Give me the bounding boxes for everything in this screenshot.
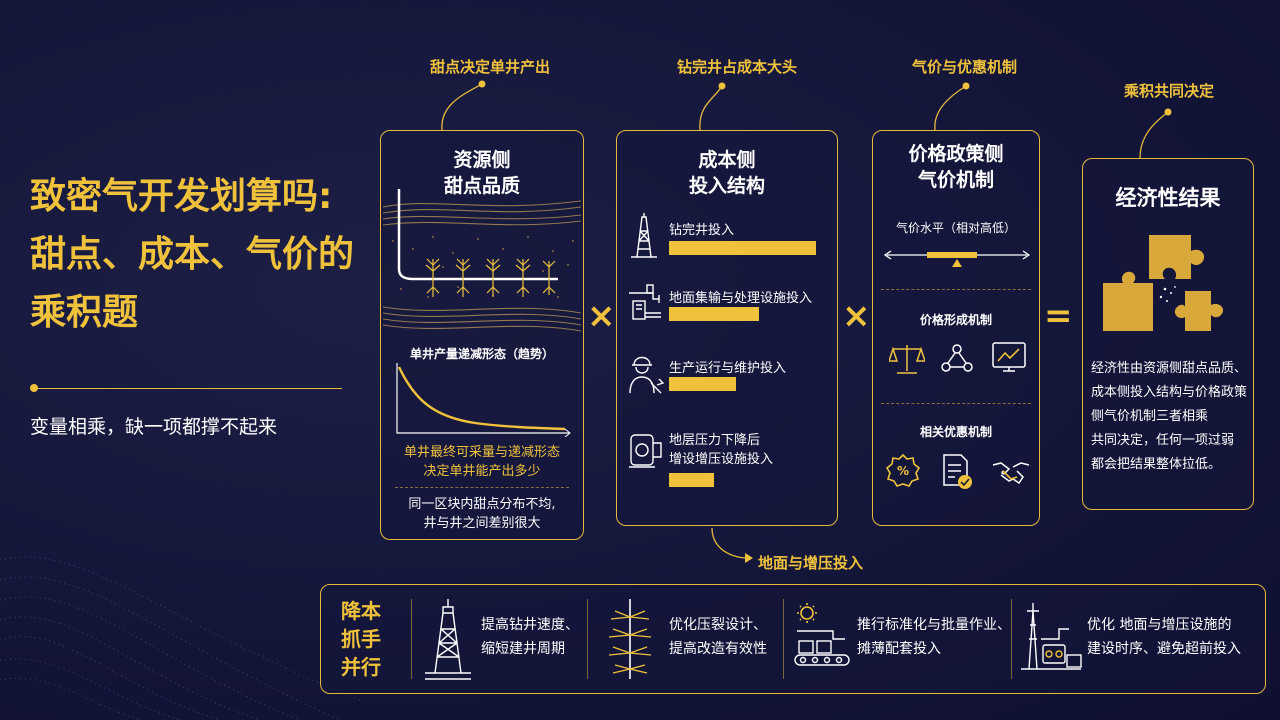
resource-note1-line1: 单井最终可采量与递减形态 <box>403 445 560 460</box>
multiply-operator-2: × <box>842 296 871 336</box>
dotted-wave-decoration <box>0 556 360 720</box>
reservoir-strata-illustration <box>383 189 581 332</box>
bottom-item-1-line2: 缩短建井周期 <box>481 641 565 657</box>
result-panel: 经济性结果 经济性由资源侧甜点品质、 成本侧投入结构与价格政策 侧气价机制三者相… <box>1082 158 1254 510</box>
resource-panel: 资源侧 甜点品质 单井产量递减形态（趋势） <box>380 130 584 540</box>
bottom-item-3-line2: 摊薄配套投入 <box>857 641 941 657</box>
bottom-separator-1 <box>411 599 412 679</box>
multiply-operator-1: × <box>587 296 616 336</box>
result-desc-line1: 经济性由资源侧甜点品质、 <box>1091 361 1248 376</box>
bottom-item-2-line2: 提高改造有效性 <box>669 641 767 657</box>
bottom-separator-3 <box>783 599 784 679</box>
cost-item-4-label-line1: 地层压力下降后 <box>669 433 761 448</box>
svg-text:%: % <box>897 464 909 478</box>
result-title: 经济性结果 <box>1115 186 1221 210</box>
page-title-line1: 致密气开发划算吗: <box>30 176 333 217</box>
price-mechanism-label: 价格形成机制 <box>919 313 992 327</box>
bottom-label-line3: 并行 <box>341 655 381 679</box>
cost-item-2-bar <box>669 307 759 321</box>
cost-item-4-label-line2: 增设增压设施投入 <box>669 452 774 467</box>
price-title-1: 价格政策侧 <box>908 143 1004 165</box>
callout-ground: 地面与增压投入 <box>758 554 864 572</box>
callout-resource: 甜点决定单井产出 <box>430 58 551 76</box>
price-panel: 价格政策侧 气价机制 气价水平（相对高低） 价格形成机制 相关优惠机制 <box>872 130 1040 526</box>
cost-item-1-bar <box>669 241 816 255</box>
drilling-rig-icon <box>631 213 657 258</box>
title-divider-dot <box>30 384 38 392</box>
result-desc-line2: 成本侧投入结构与价格政策 <box>1091 385 1248 400</box>
result-desc-line3: 侧气价机制三者相乘 <box>1091 409 1209 424</box>
resource-divider <box>395 487 569 488</box>
price-level-label: 气价水平（相对高低） <box>895 221 1016 235</box>
resource-title-2: 甜点品质 <box>443 175 520 197</box>
resource-note2-line2: 井与井之间差别很大 <box>423 516 541 531</box>
document-check-icon <box>943 454 972 489</box>
bottom-item-1-line1: 提高钻井速度、 <box>481 617 579 633</box>
resource-note1-line2: 决定单井能产出多少 <box>423 464 541 479</box>
surface-facility-icon <box>1021 603 1082 670</box>
bottom-item-4-line2: 建设时序、避免超前投入 <box>1087 641 1241 657</box>
bottom-label-line2: 抓手 <box>341 627 381 651</box>
cost-reduction-bar: 降本 抓手 并行 提高钻井速度、 缩短建井周期 优化压裂设计、 提高改造有效性 <box>320 584 1266 694</box>
maintenance-worker-icon <box>629 356 665 394</box>
cost-title-2: 投入结构 <box>688 175 765 197</box>
bottom-label-line1: 降本 <box>341 599 381 623</box>
callout-cost: 钻完井占成本大头 <box>677 58 798 76</box>
percent-badge-icon: % <box>885 453 921 487</box>
cost-item-1-label: 钻完井投入 <box>669 223 735 238</box>
standardized-assembly-icon <box>794 603 850 666</box>
puzzle-pieces-icon <box>1103 235 1224 331</box>
callout-result: 乘积共同决定 <box>1124 82 1215 100</box>
bottom-separator-2 <box>587 599 588 679</box>
network-nodes-icon <box>941 344 973 372</box>
title-divider <box>34 388 342 389</box>
cost-item-3-bar <box>669 377 736 391</box>
page-title-line2: 甜点、成本、气价的 <box>30 234 355 275</box>
decline-curve-title: 单井产量递减形态（趋势） <box>409 347 554 361</box>
bottom-item-3-line1: 推行标准化与批量作业、 <box>857 617 1011 633</box>
cost-item-2-label: 地面集输与处理设施投入 <box>669 291 813 306</box>
cost-panel: 成本侧 投入结构 钻完井投入 地面集输与处理设施投入 生产运行与维护投入 <box>616 130 838 526</box>
page-subtitle: 变量相乘，缺一项都撑不起来 <box>30 416 278 438</box>
resource-note2-line1: 同一区块内甜点分布不均, <box>408 497 556 512</box>
balance-scale-icon <box>889 345 925 374</box>
price-title-2: 气价机制 <box>917 169 994 191</box>
price-chart-monitor-icon <box>992 342 1026 372</box>
resource-title-1: 资源侧 <box>453 149 511 171</box>
cost-item-3-label: 生产运行与维护投入 <box>669 361 787 376</box>
equals-operator: = <box>1044 296 1073 336</box>
compressor-icon <box>629 434 662 468</box>
bottom-item-2-line1: 优化压裂设计、 <box>669 617 767 633</box>
decline-curve-chart <box>396 363 571 437</box>
price-incentive-label: 相关优惠机制 <box>919 425 992 439</box>
price-divider-1 <box>881 289 1031 290</box>
callout-price: 气价与优惠机制 <box>912 58 1018 76</box>
fast-drilling-rig-icon <box>425 599 471 680</box>
cost-item-4-bar <box>669 473 714 487</box>
handshake-icon <box>992 462 1030 485</box>
price-level-scale <box>883 250 1031 267</box>
price-divider-2 <box>881 403 1031 404</box>
bottom-item-4-line1: 优化 地面与增压设施的 <box>1087 617 1232 633</box>
pipeline-facility-icon <box>629 284 661 320</box>
result-desc-line4: 共同决定，任何一项过弱 <box>1091 433 1235 448</box>
fracturing-wellbore-icon <box>608 599 652 679</box>
page-title-line3: 乘积题 <box>30 292 139 333</box>
result-desc-line5: 都会把结果整体拉低。 <box>1091 457 1222 472</box>
cost-title-1: 成本侧 <box>698 149 756 171</box>
bottom-separator-4 <box>1011 599 1012 679</box>
